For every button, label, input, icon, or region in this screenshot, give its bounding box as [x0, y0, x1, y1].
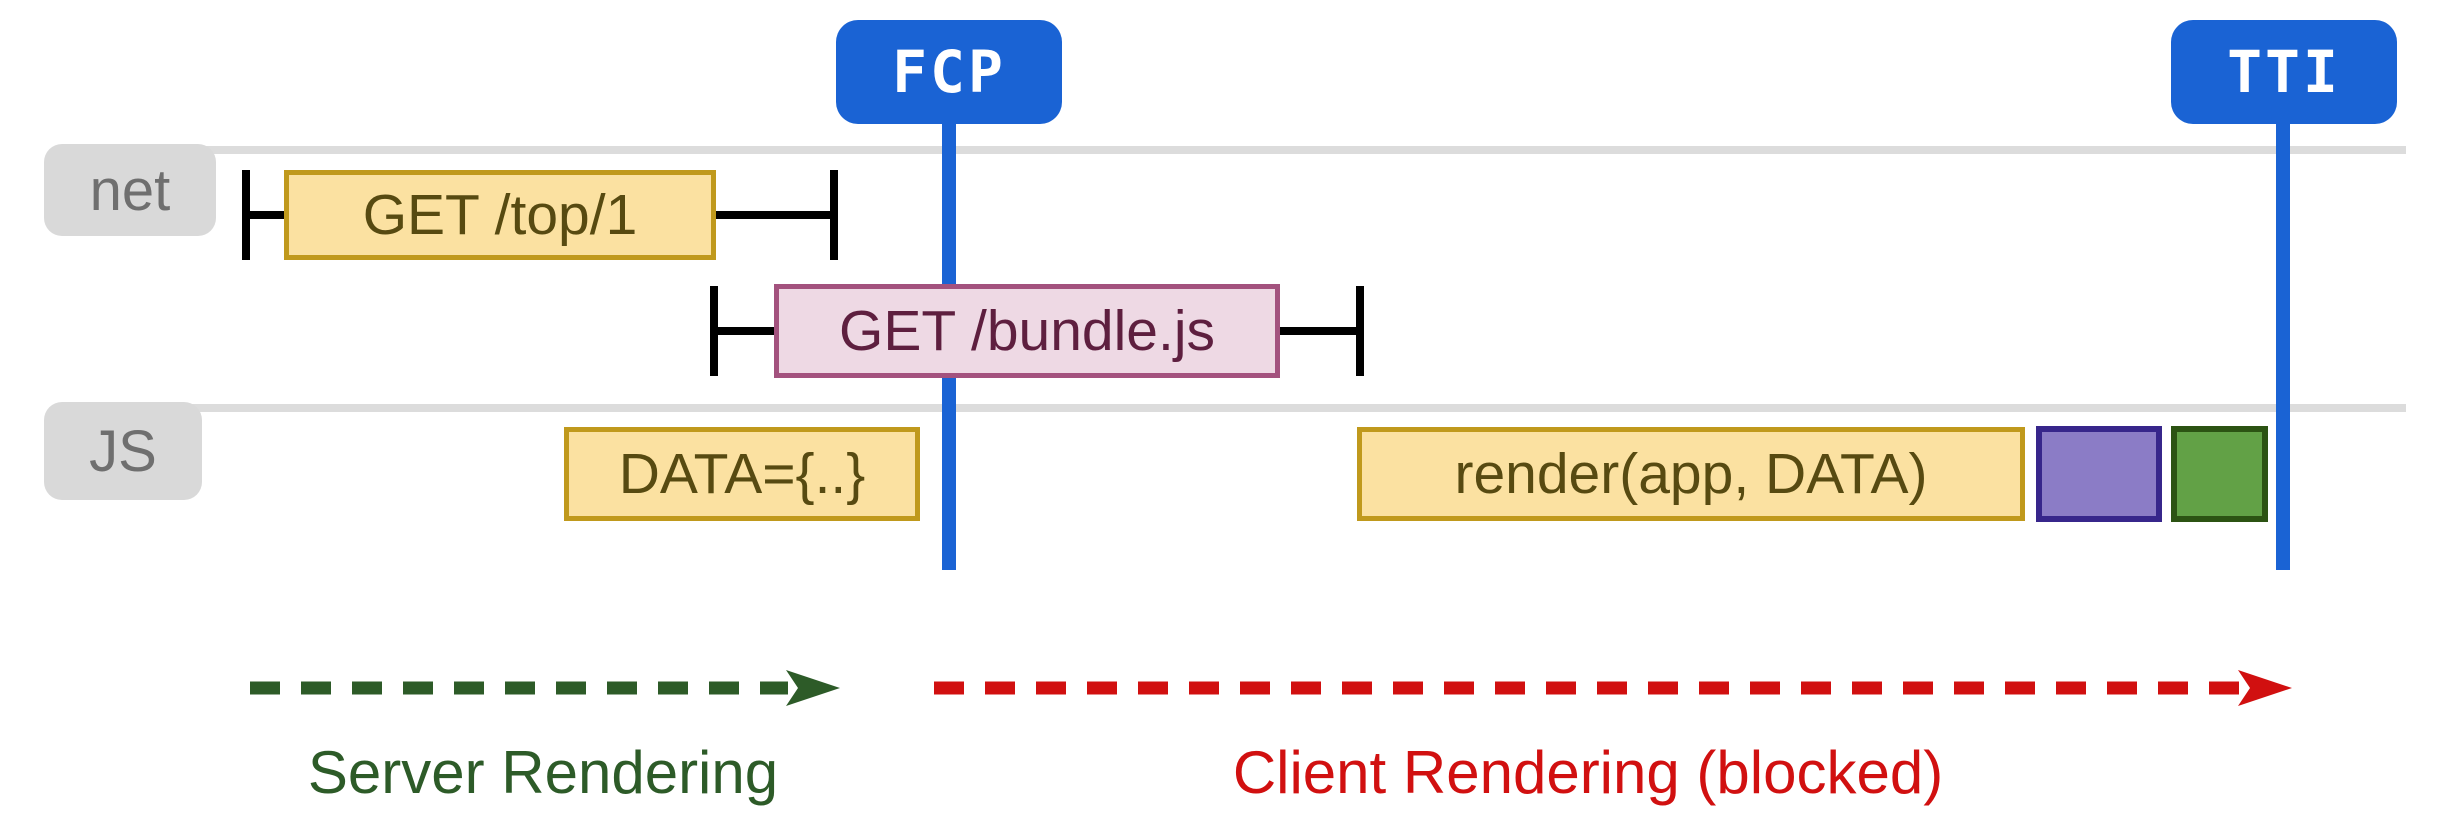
get-bundle-end-connector	[1280, 327, 1356, 335]
data-task-box: DATA={..}	[564, 427, 920, 521]
get-top-start-whisker	[242, 170, 250, 260]
tti-badge: TTI	[2171, 20, 2397, 124]
get-top-start-connector	[250, 211, 284, 219]
get-bundle-end-whisker	[1356, 286, 1364, 376]
get-bundle-start-whisker	[710, 286, 718, 376]
js-track-line	[56, 404, 2406, 412]
client-rendering-label: Client Rendering (blocked)	[1232, 739, 1944, 806]
net-track-label: net	[44, 144, 216, 236]
get-top-request-box: GET /top/1	[284, 170, 716, 260]
get-top-end-connector	[716, 211, 830, 219]
server-rendering-arrow	[250, 670, 840, 706]
server-rendering-label: Server Rendering	[307, 739, 779, 806]
client-rendering-arrow	[934, 670, 2292, 706]
green-task-box	[2171, 426, 2268, 522]
tti-marker-line	[2276, 118, 2290, 570]
get-top-end-whisker	[830, 170, 838, 260]
net-track-line	[56, 146, 2406, 154]
get-bundle-request-box: GET /bundle.js	[774, 284, 1280, 378]
fcp-badge: FCP	[836, 20, 1062, 124]
get-bundle-start-connector	[718, 327, 774, 335]
js-track-label: JS	[44, 402, 202, 500]
purple-task-box	[2036, 426, 2162, 522]
render-task-box: render(app, DATA)	[1357, 427, 2025, 521]
